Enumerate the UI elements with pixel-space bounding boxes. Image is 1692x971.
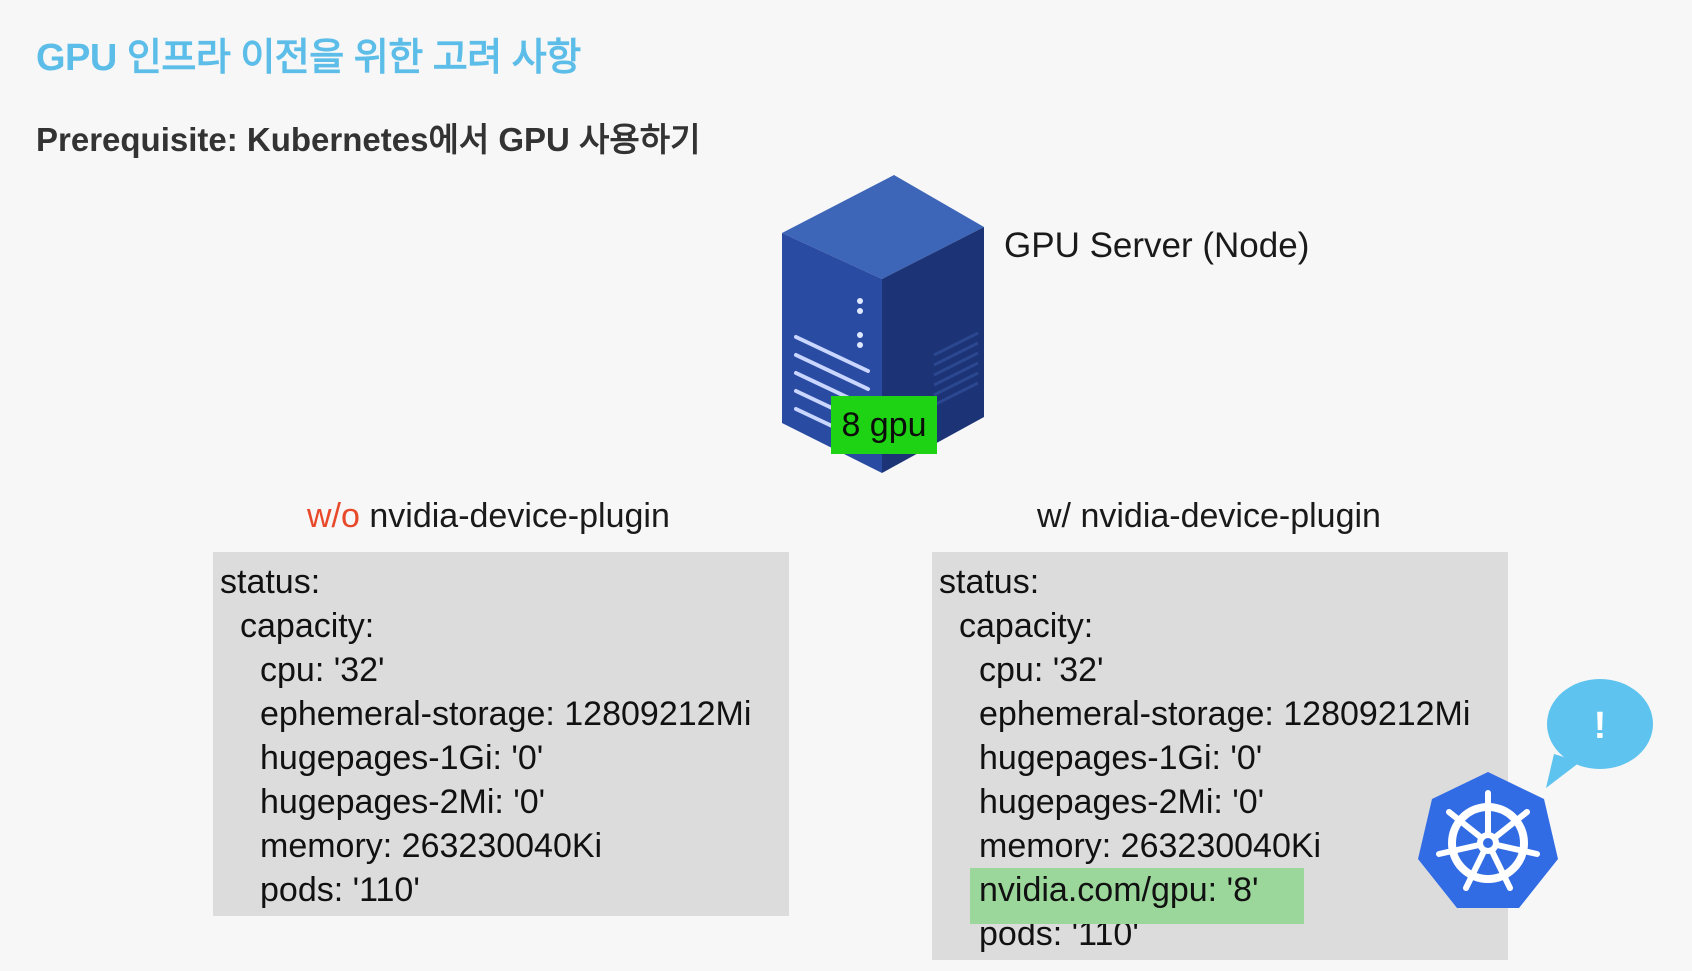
gpu-resource-text: nvidia.com/gpu: '8' bbox=[979, 871, 1259, 909]
without-prefix: w/o bbox=[307, 497, 360, 535]
yaml-line: status: bbox=[220, 563, 321, 601]
slide-subtitle: Prerequisite: Kubernetes에서 GPU 사용하기 bbox=[36, 121, 701, 158]
server-label: GPU Server (Node) bbox=[1004, 226, 1310, 265]
yaml-line: memory: 263230040Ki bbox=[260, 827, 603, 865]
yaml-line: status: bbox=[939, 563, 1040, 601]
yaml-listing: status: capacity: cpu: '32' ephemeral-st… bbox=[220, 560, 751, 912]
yaml-line: cpu: '32' bbox=[979, 651, 1104, 689]
yaml-line: hugepages-1Gi: '0' bbox=[260, 739, 544, 777]
yaml-line: capacity: bbox=[959, 607, 1094, 645]
yaml-listing: status: capacity: cpu: '32' ephemeral-st… bbox=[939, 560, 1470, 956]
yaml-line: ephemeral-storage: 12809212Mi bbox=[260, 695, 752, 733]
without-plugin-heading: w/o nvidia-device-plugin bbox=[307, 497, 670, 536]
yaml-line: hugepages-2Mi: '0' bbox=[260, 783, 546, 821]
yaml-line: memory: 263230040Ki bbox=[979, 827, 1322, 865]
with-plugin-heading: w/ nvidia-device-plugin bbox=[1037, 497, 1381, 535]
yaml-line: cpu: '32' bbox=[260, 651, 385, 689]
yaml-line: pods: '110' bbox=[260, 871, 420, 909]
gpu-count-badge: 8 gpu bbox=[831, 396, 937, 454]
kubernetes-helm-icon bbox=[1415, 770, 1561, 916]
yaml-line: capacity: bbox=[240, 607, 375, 645]
gpu-resource-line-highlighted: nvidia.com/gpu: '8' bbox=[939, 868, 1470, 924]
yaml-line: hugepages-2Mi: '0' bbox=[979, 783, 1265, 821]
yaml-line: hugepages-1Gi: '0' bbox=[979, 739, 1263, 777]
yaml-line: ephemeral-storage: 12809212Mi bbox=[979, 695, 1471, 733]
highlight-marker bbox=[970, 868, 1304, 924]
bubble-exclamation: ! bbox=[1594, 705, 1607, 747]
slide-title: GPU 인프라 이전을 위한 고려 사항 bbox=[36, 37, 581, 79]
node-status-without-plugin: status: capacity: cpu: '32' ephemeral-st… bbox=[213, 552, 789, 916]
speech-bubble-icon: ! bbox=[1542, 678, 1654, 792]
node-status-with-plugin: status: capacity: cpu: '32' ephemeral-st… bbox=[932, 552, 1508, 960]
without-heading-rest: nvidia-device-plugin bbox=[359, 497, 670, 535]
